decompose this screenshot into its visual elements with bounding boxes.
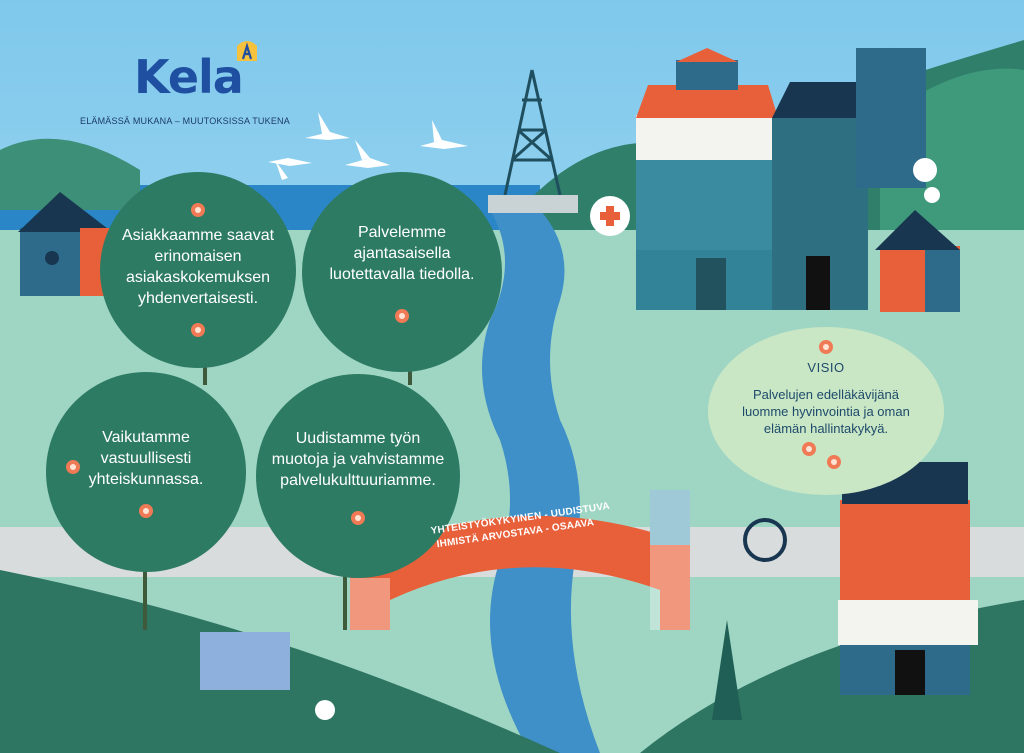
visio-bubble: VISIO Palvelujen edelläkävijänä luomme h… <box>708 327 944 495</box>
flower-icon <box>191 323 205 337</box>
flower-icon <box>802 442 816 456</box>
bicycle <box>743 518 787 562</box>
tagline: ELÄMÄSSÄ MUKANA – MUUTOKSISSA TUKENA <box>80 116 290 126</box>
cat <box>315 700 335 720</box>
flower-icon <box>827 455 841 469</box>
flower-icon <box>819 340 833 354</box>
corner-house <box>838 462 978 695</box>
value-bubble-information: Palvelemme ajantasaisella luotettavalla … <box>302 172 502 372</box>
bubble-text: Asiakkaamme saavat erinomaisen asiakasko… <box>121 227 275 307</box>
bubble-text: Palvelemme ajantasaisella luotettavalla … <box>329 223 475 283</box>
kela-logo: Kela <box>134 50 244 104</box>
dark-building <box>772 82 870 310</box>
bubble-text: Vaikutamme vastuullisesti yhteiskunnassa… <box>88 428 204 488</box>
picnic-blanket <box>200 632 290 690</box>
value-bubble-customers: Asiakkaamme saavat erinomaisen asiakasko… <box>100 172 296 368</box>
value-bubble-work-culture: Uudistamme työn muotoja ja vahvistamme p… <box>256 374 460 578</box>
visio-title: VISIO <box>807 360 845 375</box>
town-hall <box>636 48 778 310</box>
bubble-text: Uudistamme työn muotoja ja vahvistamme p… <box>271 429 445 489</box>
flower-icon <box>139 503 153 518</box>
pine-tree <box>712 620 742 720</box>
logo-text: Kela <box>134 50 244 104</box>
visio-text: Palvelujen edelläkävijänä luomme hyvinvo… <box>742 387 910 436</box>
flower-icon <box>191 203 205 217</box>
birds <box>268 112 468 180</box>
river <box>482 210 600 753</box>
bridge <box>350 490 690 630</box>
flower-icon <box>351 510 365 525</box>
value-bubble-society: Vaikutamme vastuullisesti yhteiskunnassa… <box>46 372 246 572</box>
logo-emblem-icon <box>237 41 257 61</box>
first-aid-sign <box>590 196 630 236</box>
radio-tower <box>488 69 578 213</box>
right-house <box>875 210 960 312</box>
flower-icon <box>66 460 80 474</box>
left-house <box>18 192 112 296</box>
flower-icon <box>395 308 409 323</box>
smoke <box>913 158 937 182</box>
